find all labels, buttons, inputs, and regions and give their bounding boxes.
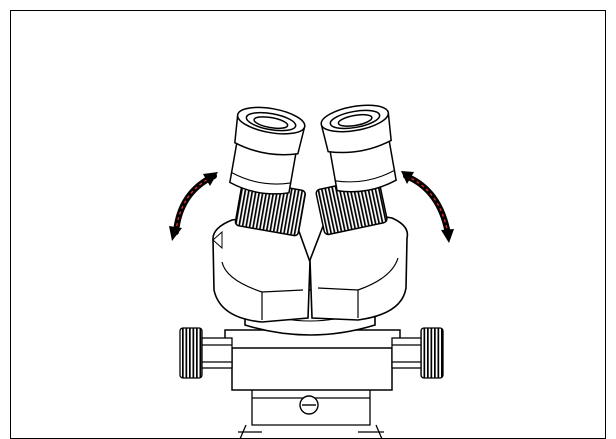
focus-knob-left-icon — [179, 327, 233, 379]
focus-housing — [224, 329, 401, 391]
lock-screw-icon — [299, 395, 319, 415]
rotation-arrow-right-icon — [401, 171, 454, 243]
rotation-arrow-left-icon — [169, 172, 218, 241]
eyepiece-left-icon — [229, 106, 306, 237]
focus-knob-right-icon — [391, 327, 444, 379]
eyepiece-right-icon — [315, 104, 397, 236]
binocular-head — [212, 207, 409, 336]
